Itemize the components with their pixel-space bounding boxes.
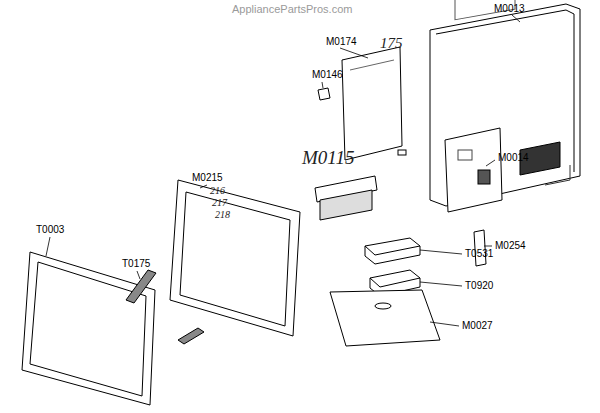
handwritten-note: 217 [212, 198, 227, 208]
part-number: M0013 [494, 4, 525, 14]
part-number: M0174 [326, 37, 357, 47]
part-number: T0531 [465, 249, 493, 259]
part-number: M0254 [495, 241, 526, 251]
part-number: M0027 [462, 321, 493, 331]
watermark: AppliancePartsPros.com [232, 4, 352, 15]
part-number: M0215 [192, 173, 223, 183]
handwritten-note: M0115 [302, 148, 354, 167]
part-number: M0014 [498, 153, 529, 163]
part-number: T0175 [122, 259, 150, 269]
handwritten-note: 218 [215, 210, 230, 220]
part-number: T0003 [36, 225, 64, 235]
handwritten-note: 216 [210, 186, 225, 196]
handwritten-note: 175 [380, 36, 403, 51]
part-number: T0920 [465, 281, 493, 291]
part-number: M0146 [312, 70, 343, 80]
